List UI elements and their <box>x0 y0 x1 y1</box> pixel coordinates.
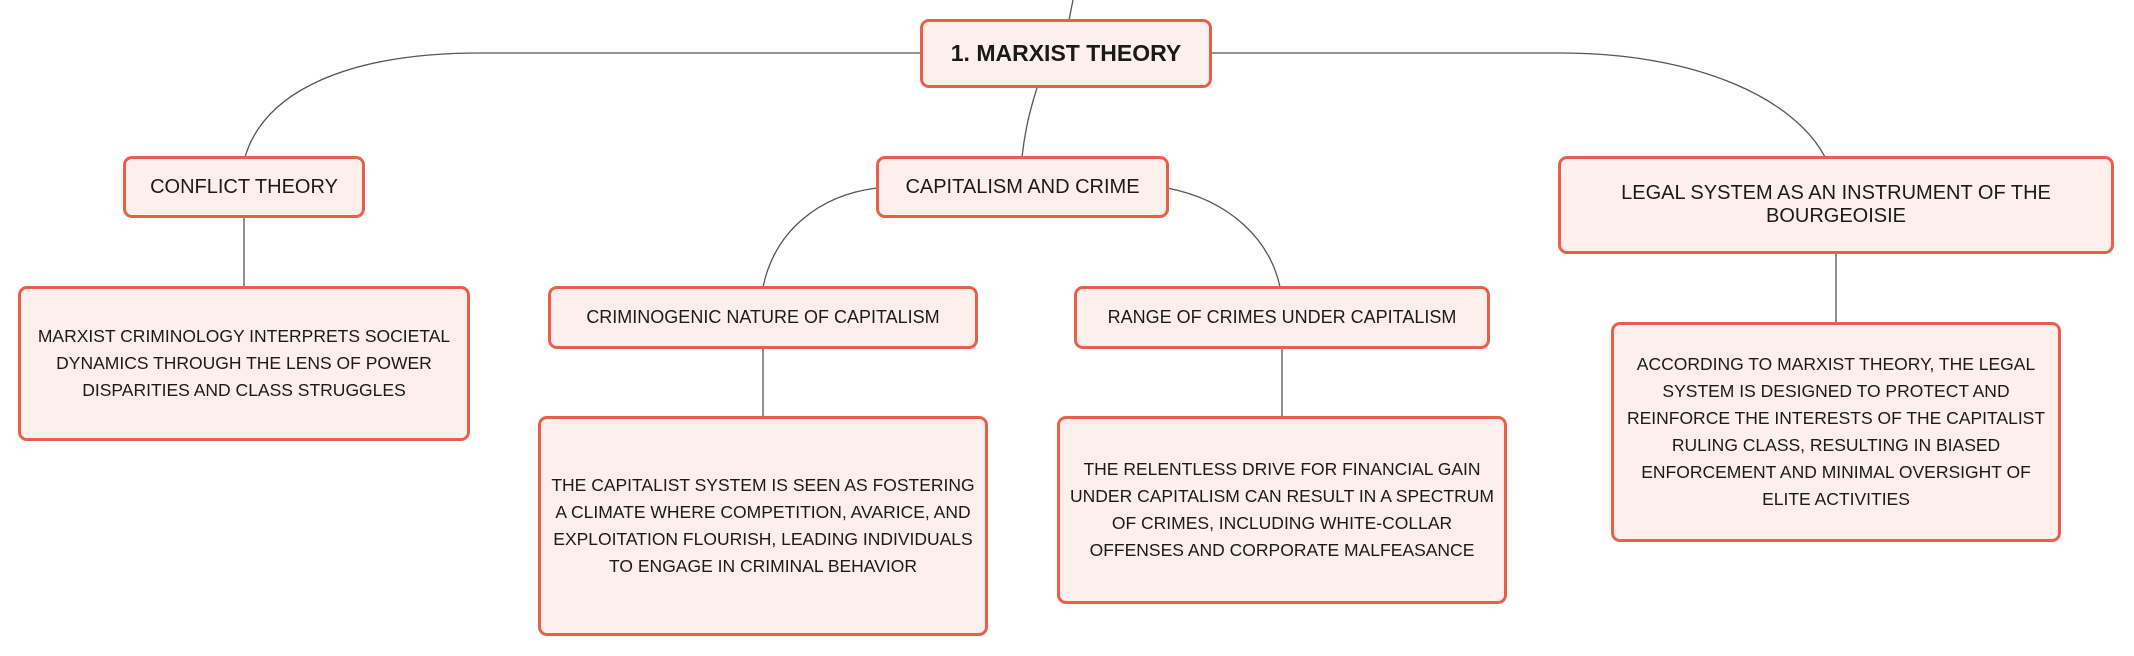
node-criminogenic-nature-detail-text: THE CAPITALIST SYSTEM IS SEEN AS FOSTERI… <box>551 475 975 576</box>
connector-capitalism-range <box>1166 187 1281 288</box>
node-range-of-crimes-detail[interactable]: THE RELENTLESS DRIVE FOR FINANCIAL GAIN … <box>1057 416 1507 604</box>
node-conflict-theory-label: CONFLICT THEORY <box>150 175 338 198</box>
node-capitalism-and-crime-label: CAPITALISM AND CRIME <box>905 175 1140 198</box>
node-range-of-crimes-label: RANGE OF CRIMES UNDER CAPITALISM <box>1107 307 1457 327</box>
node-legal-system-label: LEGAL SYSTEM AS AN INSTRUMENT OF THE BOU… <box>1621 182 2051 227</box>
connector-root-conflict <box>244 52 920 158</box>
node-conflict-theory-detail[interactable]: MARXIST CRIMINOLOGY INTERPRETS SOCIETAL … <box>18 286 470 441</box>
node-legal-system-detail-text: ACCORDING TO MARXIST THEORY, THE LEGAL S… <box>1626 354 2046 509</box>
connector-root-legal <box>1211 52 1826 158</box>
node-range-of-crimes[interactable]: RANGE OF CRIMES UNDER CAPITALISM <box>1074 286 1490 349</box>
connector-capitalism-criminogenic <box>762 187 878 288</box>
node-legal-system[interactable]: LEGAL SYSTEM AS AN INSTRUMENT OF THE BOU… <box>1558 156 2114 254</box>
node-capitalism-and-crime[interactable]: CAPITALISM AND CRIME <box>876 156 1169 218</box>
connector-root-capitalism <box>1021 87 1038 158</box>
node-criminogenic-nature-label: CRIMINOGENIC NATURE OF CAPITALISM <box>586 307 940 327</box>
node-conflict-theory[interactable]: CONFLICT THEORY <box>123 156 365 218</box>
root-node-marxist-theory[interactable]: 1. MARXIST THEORY <box>920 19 1212 88</box>
root-node-label: 1. MARXIST THEORY <box>950 40 1182 66</box>
node-legal-system-detail[interactable]: ACCORDING TO MARXIST THEORY, THE LEGAL S… <box>1611 322 2061 542</box>
connector-parent-root <box>1068 0 1074 21</box>
node-criminogenic-nature-detail[interactable]: THE CAPITALIST SYSTEM IS SEEN AS FOSTERI… <box>538 416 988 636</box>
node-conflict-theory-detail-text: MARXIST CRIMINOLOGY INTERPRETS SOCIETAL … <box>37 326 451 400</box>
node-criminogenic-nature[interactable]: CRIMINOGENIC NATURE OF CAPITALISM <box>548 286 978 349</box>
node-range-of-crimes-detail-text: THE RELENTLESS DRIVE FOR FINANCIAL GAIN … <box>1070 459 1494 560</box>
